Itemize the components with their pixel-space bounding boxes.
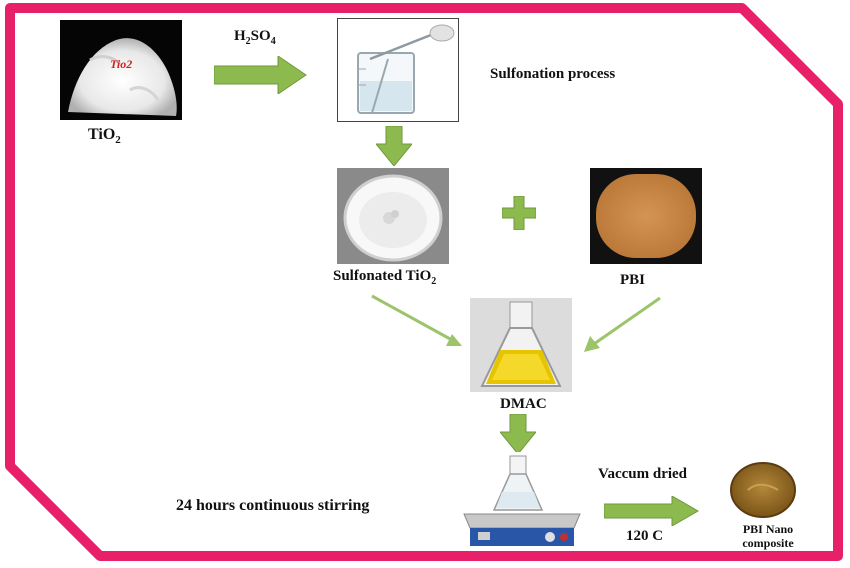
pbi-nanocomposite-membrane-photo (730, 462, 796, 518)
arrow-down-icon (500, 414, 536, 454)
tio2-photo-caption: Tio2 (110, 57, 132, 71)
plus-icon (502, 196, 536, 230)
sulfonation-label: Sulfonation process (490, 66, 616, 82)
sulfonation-beaker-photo (337, 18, 459, 122)
arrow-diagonal-right-icon (584, 296, 661, 352)
sulfonated-tio2-photo (337, 168, 449, 264)
drying-temp-label: 120 C (626, 528, 664, 544)
arrow-down-icon (376, 126, 412, 166)
pbi-powder-photo (590, 168, 702, 264)
product-label: PBI Nano composite (742, 522, 794, 550)
dmac-label: DMAC (500, 396, 547, 412)
tio2-powder-photo: Tio2 (60, 20, 182, 120)
frame-border (5, 3, 843, 561)
drying-label: Vaccum dried (598, 466, 688, 482)
dmac-flask-photo (470, 298, 572, 392)
tio2-label: TiO2 (88, 126, 121, 147)
arrow-right-icon (604, 496, 700, 526)
stirrer-hotplate-photo (458, 452, 586, 550)
acid-label: H2SO4 (234, 28, 276, 47)
stirring-label: 24 hours continuous stirring (176, 497, 370, 514)
sulfonated-label: Sulfonated TiO2 (333, 268, 437, 287)
pbi-label: PBI (620, 272, 646, 288)
arrow-diagonal-left-icon (371, 294, 462, 346)
arrow-right-icon (214, 56, 307, 94)
